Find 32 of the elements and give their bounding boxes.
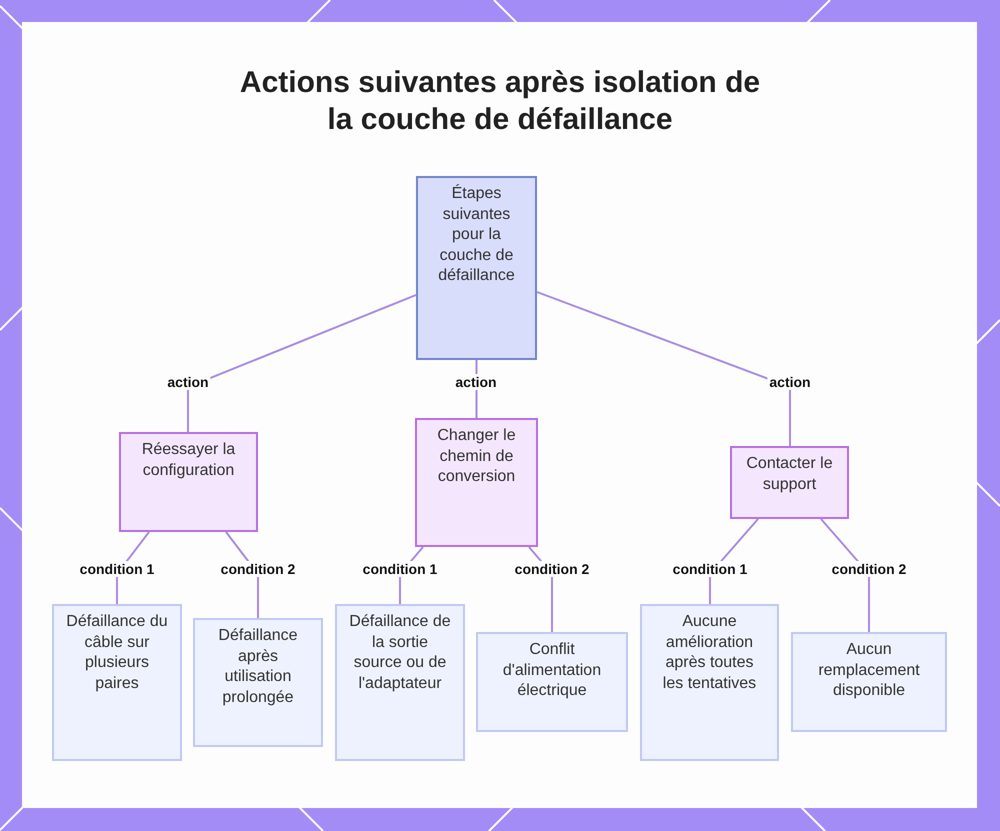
node-text: Réessayer la configuration [140,440,236,480]
node-text: Contacter le support [746,454,833,494]
edge-label: condition 1 [78,561,156,577]
node-text: Changer le chemin de conversion [436,426,517,487]
process-box [119,432,258,532]
process-box [730,446,849,519]
connector-line [536,291,791,446]
node-text: Aucun remplacement disponible [817,640,921,701]
process-box [640,604,779,761]
node-text: Étapes suivantes pour la couche de défaillance [437,184,516,286]
process-box [416,176,537,360]
node-text: Défaillance du câble sur plusieurs paires [66,612,168,694]
edge-label: condition 1 [360,561,440,577]
edge-label: action [767,374,813,390]
edge-label: condition 1 [670,561,750,577]
process-box [791,632,947,732]
edge-label: condition 2 [830,561,908,577]
connector-line [187,294,416,432]
node-text: Défaillance après utilisation prolongée [217,626,299,708]
process-box [193,618,323,747]
edge-label: action [165,374,211,390]
process-box [415,418,538,547]
node-text: Aucune amélioration après toutes les tentatives [662,612,758,694]
node-text: Défaillance de la sortie source ou de l'adaptateur [349,612,451,694]
node-text: Conflit d'alimentation électrique [502,640,602,701]
process-box [335,604,465,761]
edge-label: condition 2 [512,561,592,577]
diagram-title: Actions suivantes après isolation de la couche de défaillance [238,65,762,138]
edge-label: condition 2 [218,561,298,577]
process-box [476,632,628,732]
process-box [52,604,182,761]
edge-label: action [453,374,499,390]
